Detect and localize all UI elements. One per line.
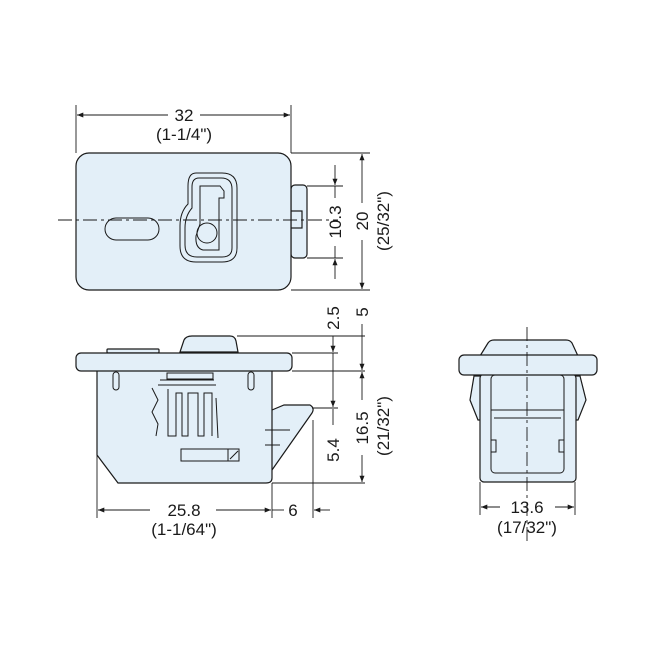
flange (75, 352, 293, 372)
side-body (96, 369, 273, 484)
dim-body-inch: (21/32") (374, 396, 393, 456)
side-view: 2.5 5.4 5 16.5 (21/32") 25.8 (1-1/64") 6 (75, 306, 393, 539)
front-body (479, 373, 577, 483)
latch (264, 404, 314, 471)
dim-latch-length: 6 (288, 501, 297, 520)
dim-width-inch: (1-1/4") (156, 125, 212, 144)
dim-length-inch: (1-1/64") (151, 520, 217, 539)
keyhole-outer (179, 172, 238, 263)
front-flange (458, 354, 598, 376)
slot (104, 217, 160, 241)
keyhole-inner (195, 185, 225, 251)
dim-length: 25.8 (167, 501, 200, 520)
dim-front-width-inch: (17/32") (497, 518, 557, 537)
dim-height-inch: (25/32") (374, 191, 393, 251)
top-bump (179, 335, 239, 353)
front-top (478, 339, 579, 357)
dim-width: 32 (175, 106, 194, 125)
dim-tab: 10.3 (326, 205, 345, 238)
top-view: 32 (1-1/4") 20 (25/32") 10.3 (58, 105, 393, 291)
dim-flange: 5 (353, 307, 372, 316)
dim-latch: 5.4 (324, 438, 343, 462)
pin-circle (196, 222, 218, 244)
dim-height: 20 (353, 212, 372, 231)
dim-front-width: 13.6 (510, 498, 543, 517)
front-view: 13.6 (17/32") (458, 327, 598, 545)
dim-top: 2.5 (324, 306, 343, 330)
dim-body: 16.5 (353, 411, 372, 444)
keyhole-mid (184, 177, 233, 258)
nub (290, 210, 303, 229)
